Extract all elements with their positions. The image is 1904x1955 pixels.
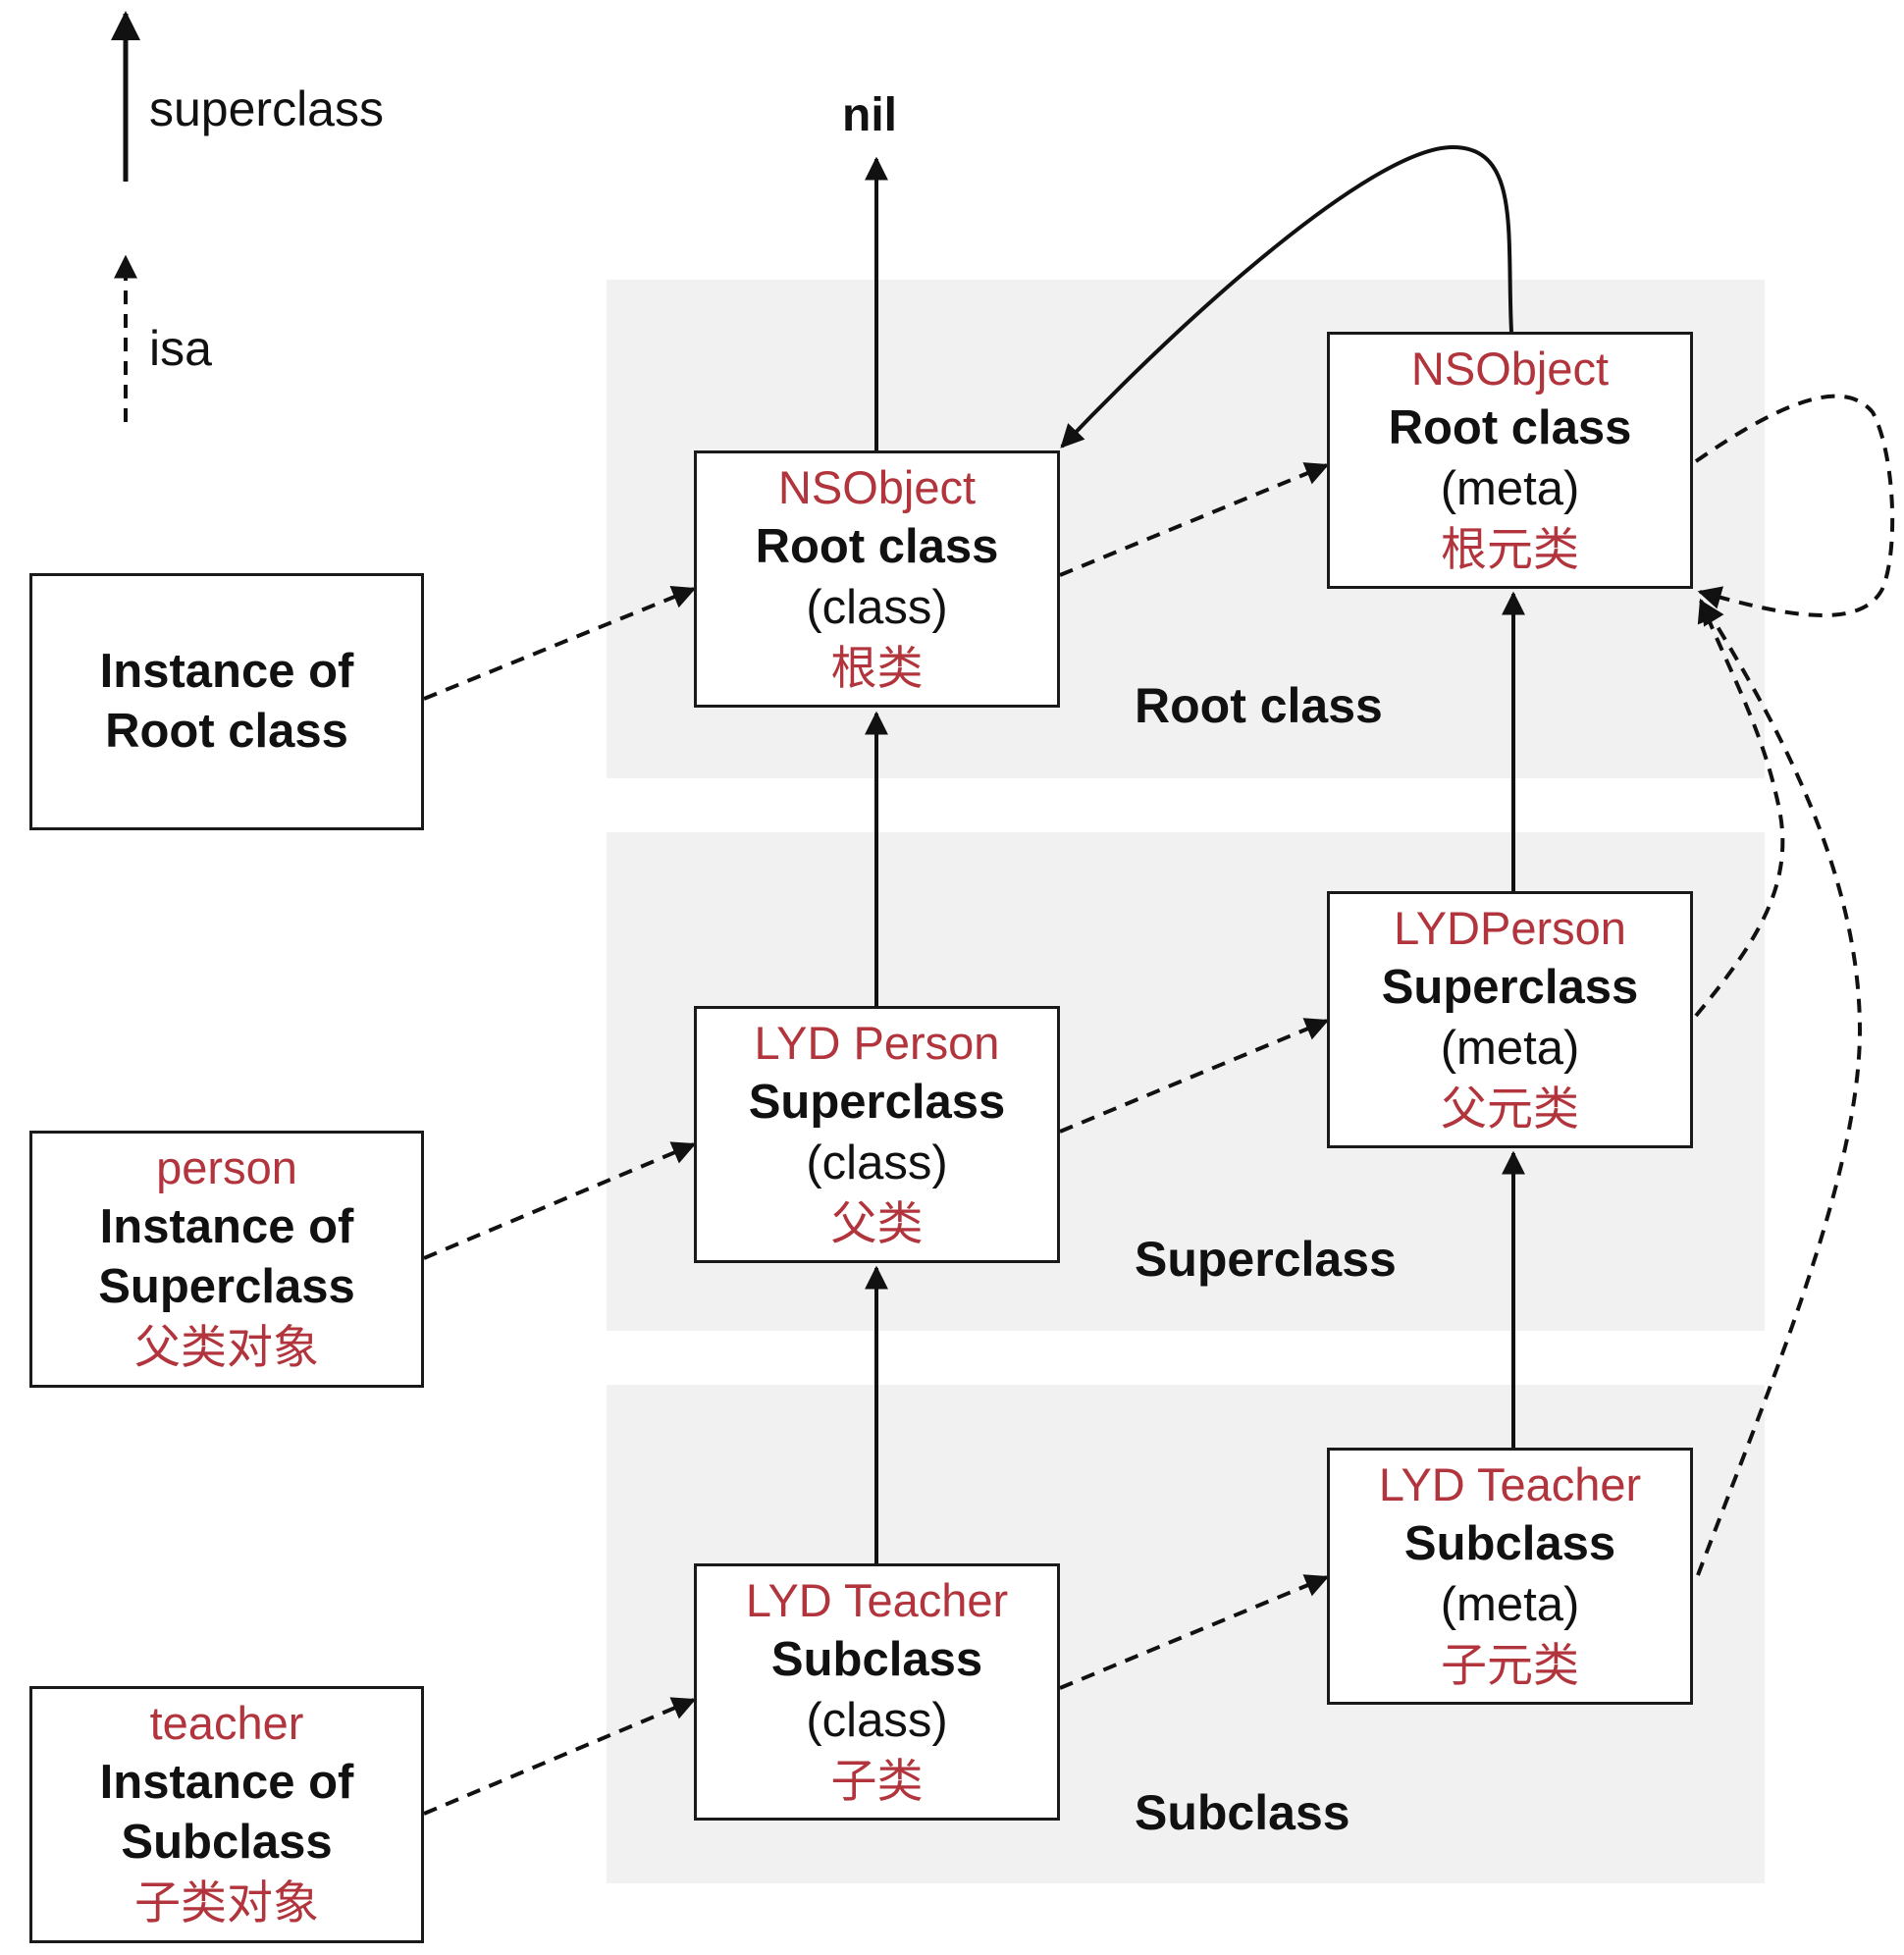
sub-class-title: Subclass xyxy=(770,1632,983,1686)
sub-class-name: LYD Teacher xyxy=(745,1573,1009,1626)
root-meta-cn: 根元类 xyxy=(1441,522,1579,577)
subclass-band-label: Subclass xyxy=(1135,1785,1350,1840)
nil-label: nil xyxy=(842,89,897,141)
sub-instance-isa-arrow xyxy=(423,1697,697,1816)
super-class-name: LYD Person xyxy=(754,1016,1000,1069)
sub-meta-kind: (meta) xyxy=(1440,1577,1580,1631)
super-class-cn: 父类 xyxy=(830,1196,924,1251)
super-instance-name: person xyxy=(156,1141,297,1193)
root-meta-self-isa-arrow xyxy=(1694,394,1895,617)
super-class-kind: (class) xyxy=(806,1136,948,1189)
super-instance-isa-arrow xyxy=(423,1141,697,1260)
legend-isa-label: isa xyxy=(149,321,212,376)
root-class-kind: (class) xyxy=(806,580,948,634)
sub-class-cn: 子类 xyxy=(830,1754,924,1809)
sub-instance-name: teacher xyxy=(149,1697,304,1749)
root-class-box: NSObject Root class (class) 根类 xyxy=(694,450,1060,708)
root-meta-box: NSObject Root class (meta) 根元类 xyxy=(1327,332,1693,589)
super-meta-box: LYDPerson Superclass (meta) 父元类 xyxy=(1327,891,1693,1148)
super-class-isa-arrow xyxy=(1059,1018,1330,1134)
sub-class-box: LYD Teacher Subclass (class) 子类 xyxy=(694,1563,1060,1821)
root-class-title: Root class xyxy=(755,519,999,573)
super-class-title: Superclass xyxy=(748,1075,1006,1129)
root-instance-isa-arrow xyxy=(423,586,697,701)
root-instance-line2: Root class xyxy=(105,705,348,758)
root-meta-to-root-class-arrow xyxy=(1060,144,1513,449)
sub-meta-cn: 子元类 xyxy=(1441,1638,1579,1693)
sub-class-isa-arrow xyxy=(1059,1574,1330,1690)
super-instance-cn: 父类对象 xyxy=(134,1321,319,1375)
root-instance-line1: Instance of xyxy=(99,645,354,698)
sub-class-kind: (class) xyxy=(806,1693,948,1747)
root-instance-box: Instance of Root class xyxy=(29,573,424,830)
super-meta-cn: 父元类 xyxy=(1441,1082,1579,1136)
superclass-band-label: Superclass xyxy=(1135,1232,1397,1287)
super-meta-title: Superclass xyxy=(1381,960,1639,1014)
super-meta-isa-arrow xyxy=(1694,598,1785,1018)
sub-meta-box: LYD Teacher Subclass (meta) 子元类 xyxy=(1327,1448,1693,1705)
super-meta-name: LYDPerson xyxy=(1394,901,1626,954)
root-meta-title: Root class xyxy=(1388,400,1632,454)
root-class-isa-arrow xyxy=(1059,462,1330,577)
sub-instance-line2: Subclass xyxy=(121,1816,333,1869)
sub-meta-title: Subclass xyxy=(1403,1516,1616,1570)
root-class-name: NSObject xyxy=(777,460,977,513)
sub-meta-name: LYD Teacher xyxy=(1378,1457,1642,1510)
super-instance-line2: Superclass xyxy=(98,1260,355,1313)
root-class-band-label: Root class xyxy=(1135,678,1383,733)
legend-superclass-label: superclass xyxy=(149,81,384,136)
super-instance-box: person Instance of Superclass 父类对象 xyxy=(29,1131,424,1388)
sub-instance-box: teacher Instance of Subclass 子类对象 xyxy=(29,1686,424,1943)
super-instance-line1: Instance of xyxy=(99,1200,354,1253)
super-meta-kind: (meta) xyxy=(1440,1021,1580,1075)
root-class-cn: 根类 xyxy=(830,641,924,696)
sub-instance-cn: 子类对象 xyxy=(134,1876,319,1930)
root-meta-kind: (meta) xyxy=(1440,461,1580,515)
super-class-box: LYD Person Superclass (class) 父类 xyxy=(694,1006,1060,1263)
sub-meta-isa-arrow xyxy=(1696,600,1863,1576)
root-meta-name: NSObject xyxy=(1410,342,1610,395)
sub-instance-line1: Instance of xyxy=(99,1756,354,1809)
